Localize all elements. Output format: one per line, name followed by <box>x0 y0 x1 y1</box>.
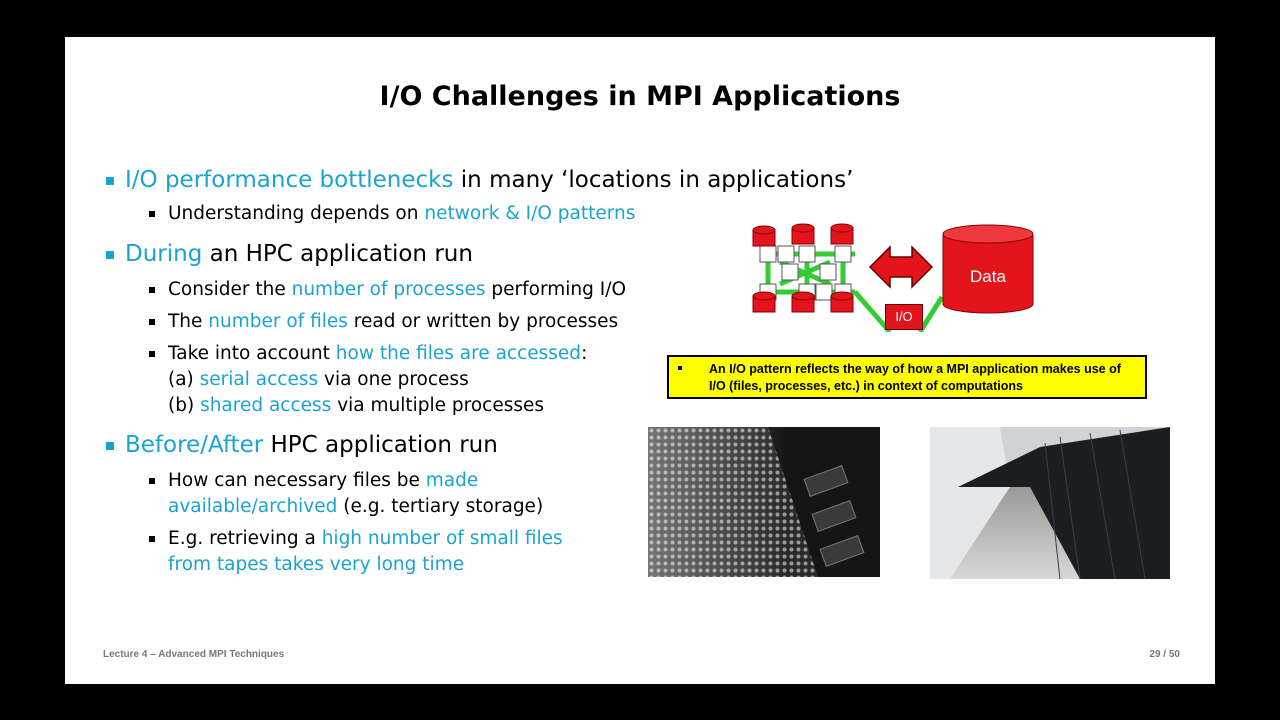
sub-bullet-marker <box>149 319 155 325</box>
sub-bullet-marker <box>149 536 155 542</box>
sub-bullet-tapes: E.g. retrieving a high number of small f… <box>168 528 563 575</box>
note-text: An I/O pattern reflects the way of how a… <box>709 362 1121 393</box>
bullet-before-after: Before/After HPC application run <box>125 432 498 458</box>
bidirectional-arrow-icon <box>868 245 934 289</box>
bullet-during-run: During an HPC application run <box>125 241 473 267</box>
access-shared: (b) shared access via multiple processes <box>168 395 545 416</box>
server-rack-closeup-photo <box>648 427 880 577</box>
slide-title: I/O Challenges in MPI Applications <box>379 81 901 112</box>
access-serial: (a) serial access via one process <box>168 369 469 390</box>
io-pattern-note: An I/O pattern reflects the way of how a… <box>667 355 1147 399</box>
sub-bullet-archive: How can necessary files be made availabl… <box>168 470 544 517</box>
sub-bullet-files: The number of files read or written by p… <box>168 311 619 332</box>
data-cylinder <box>942 234 1034 314</box>
bullet-marker <box>106 177 114 185</box>
bullet-io-bottlenecks: I/O performance bottlenecks in many ‘loc… <box>125 167 854 193</box>
sub-bullet-marker <box>149 211 155 217</box>
slide: I/O Challenges in MPI Applications I/O p… <box>65 37 1215 684</box>
io-diagram: Data <box>752 223 1034 332</box>
bullet-marker <box>106 251 114 259</box>
sub-bullet-marker <box>149 287 155 293</box>
page-number: 29 / 50 <box>1149 649 1180 660</box>
sub-bullet-marker <box>149 351 155 357</box>
sub-bullet-network-patterns: Understanding depends on network & I/O p… <box>168 203 636 224</box>
note-bullet-marker <box>678 366 682 370</box>
io-label-box: I/O <box>885 304 923 330</box>
footer-lecture: Lecture 4 – Advanced MPI Techniques <box>103 649 285 660</box>
sub-bullet-marker <box>149 478 155 484</box>
data-center-aisle-photo <box>930 427 1170 579</box>
data-label: Data <box>970 267 1006 286</box>
sub-bullet-processes: Consider the number of processes perform… <box>168 279 626 300</box>
bullet-marker <box>106 442 114 450</box>
sub-bullet-access: Take into account how the files are acce… <box>168 343 588 364</box>
